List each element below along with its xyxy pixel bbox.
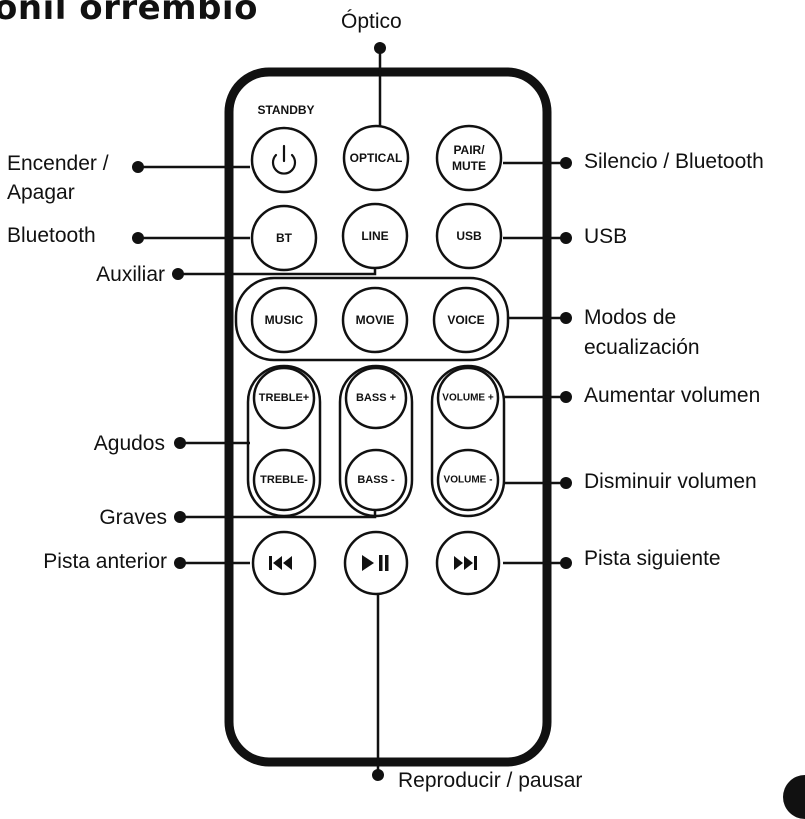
optical-button[interactable]: OPTICAL <box>342 124 410 192</box>
previous-track-button[interactable] <box>251 530 317 596</box>
treble-plus-button[interactable]: TREBLE+ <box>252 366 316 430</box>
voice-button[interactable]: VOICE <box>432 286 500 354</box>
standby-label: STANDBY <box>257 103 314 117</box>
callout-pista-anterior: Pista anterior <box>43 550 167 573</box>
pair-mute-label-line2: MUTE <box>452 159 486 173</box>
line-button-label: LINE <box>361 229 388 243</box>
treble-minus-button[interactable]: TREBLE- <box>252 448 316 512</box>
bass-plus-button[interactable]: BASS + <box>344 366 408 430</box>
callout-silencio-bluetooth: Silencio / Bluetooth <box>584 150 764 173</box>
callout-optico: Óptico <box>341 10 402 33</box>
callout-pista-siguiente: Pista siguiente <box>584 547 721 570</box>
play-pause-button[interactable] <box>343 530 409 596</box>
music-button[interactable]: MUSIC <box>250 286 318 354</box>
power-button[interactable] <box>250 126 318 194</box>
callout-graves: Graves <box>99 506 167 529</box>
callout-bluetooth: Bluetooth <box>7 224 96 247</box>
music-button-label: MUSIC <box>265 313 304 327</box>
remote-control-diagram: STANDBY OPTICAL PAIR/ MUTE BT LINE USB M… <box>132 42 572 781</box>
callout-disminuir-volumen: Disminuir volumen <box>584 470 757 493</box>
bass-minus-label: BASS - <box>357 474 395 486</box>
line-button[interactable]: LINE <box>341 202 409 270</box>
callout-auxiliar: Auxiliar <box>96 263 165 286</box>
movie-button-label: MOVIE <box>356 313 395 327</box>
volume-group <box>430 364 506 518</box>
bt-button[interactable]: BT <box>250 204 318 272</box>
volume-minus-label: VOLUME - <box>444 475 493 486</box>
callout-encender-line2: Apagar <box>7 181 75 204</box>
callout-dots <box>132 42 572 781</box>
previous-track-icon <box>269 556 292 570</box>
optical-button-label: OPTICAL <box>350 151 403 165</box>
usb-button-label: USB <box>456 229 482 243</box>
volume-minus-button[interactable]: VOLUME - <box>436 448 500 512</box>
callout-modos-line2: ecualización <box>584 336 700 359</box>
bass-minus-button[interactable]: BASS - <box>344 448 408 512</box>
movie-button[interactable]: MOVIE <box>341 286 409 354</box>
next-track-button[interactable] <box>435 530 501 596</box>
volume-plus-label: VOLUME + <box>442 393 494 404</box>
callout-aumentar-volumen: Aumentar volumen <box>584 384 761 407</box>
bass-plus-label: BASS + <box>356 392 396 404</box>
bt-button-label: BT <box>276 231 293 245</box>
treble-plus-label: TREBLE+ <box>259 392 309 404</box>
callout-lines <box>138 48 566 775</box>
callout-reproducir-pausar: Reproducir / pausar <box>398 769 583 792</box>
power-icon <box>271 144 297 175</box>
callout-modos-line1: Modos de <box>584 306 677 329</box>
page-title: onil orrembio <box>0 0 258 28</box>
callout-usb: USB <box>584 225 628 248</box>
callout-encender-line1: Encender / <box>7 152 109 175</box>
callout-agudos: Agudos <box>93 432 165 455</box>
pair-mute-button[interactable]: PAIR/ MUTE <box>435 124 503 192</box>
next-track-icon <box>454 556 477 570</box>
treble-minus-label: TREBLE- <box>260 474 308 486</box>
usb-button[interactable]: USB <box>435 202 503 270</box>
play-pause-icon <box>362 555 389 571</box>
pair-mute-label-line1: PAIR/ <box>453 143 485 157</box>
voice-button-label: VOICE <box>447 313 484 327</box>
volume-plus-button[interactable]: VOLUME + <box>436 366 500 430</box>
